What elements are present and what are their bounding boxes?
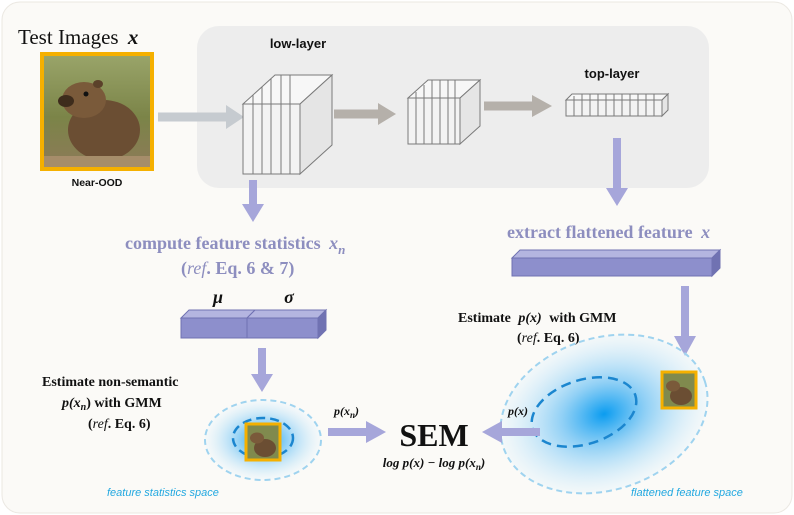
estimate-nonsemantic-line1: Estimate non-semantic: [42, 375, 179, 390]
test-images-title: Test Images x: [18, 25, 138, 49]
estimate-nonsemantic-ref: (ref. Eq. 6): [88, 417, 151, 432]
arrow-feature-down-head: [674, 336, 696, 356]
low-layer-label: low-layer: [270, 36, 326, 51]
flattened-feature-space-blob: [499, 333, 709, 495]
groundhog-thumbnail-right: [660, 370, 698, 410]
sigma-label: σ: [284, 287, 295, 307]
estimate-nonsemantic-line2: p(xn) with GMM: [61, 396, 162, 413]
flattened-feature-bar: [510, 248, 722, 278]
arrow-stats-down-head: [251, 374, 273, 392]
top-layer-block: [564, 92, 670, 118]
arrow-left-to-sem-head: [366, 421, 386, 443]
arrow-top-down-head: [606, 188, 628, 206]
stats-vector-box: [179, 308, 328, 340]
compute-stats-ref: (ref. Eq. 6 & 7): [181, 258, 294, 279]
arrow-mid-to-top-head: [532, 95, 552, 117]
estimate-px-label: Estimate p(x) with GMM: [458, 311, 616, 326]
arrow-image-to-network-head: [226, 105, 244, 129]
arrow-right-to-sem-head: [482, 421, 502, 443]
arrow-label-pxn: p(xn): [333, 404, 359, 420]
estimate-px-ref: (ref. Eq. 6): [517, 331, 580, 346]
groundhog-thumbnail-left: [244, 422, 282, 462]
flattened-space-label: flattened feature space: [631, 487, 743, 499]
top-layer-label: top-layer: [585, 66, 640, 81]
sem-title: SEM: [399, 417, 468, 453]
arrow-label-px: p(x): [507, 404, 528, 418]
feature-stats-space-label: feature statistics space: [107, 487, 219, 499]
mu-label: μ: [212, 287, 223, 307]
sem-formula: log p(x) − log p(xn): [383, 455, 485, 472]
low-layer-cube: [241, 73, 334, 176]
extract-feature-label: extract flattened feature x: [507, 222, 710, 242]
compute-stats-label: compute feature statistics xn: [125, 233, 345, 257]
arrow-low-to-mid-head: [378, 103, 396, 125]
arrow-low-down-head: [242, 204, 264, 222]
test-image-groundhog: [40, 52, 154, 171]
near-ood-caption: Near-OOD: [72, 177, 123, 189]
mid-layer-cube: [406, 78, 482, 146]
